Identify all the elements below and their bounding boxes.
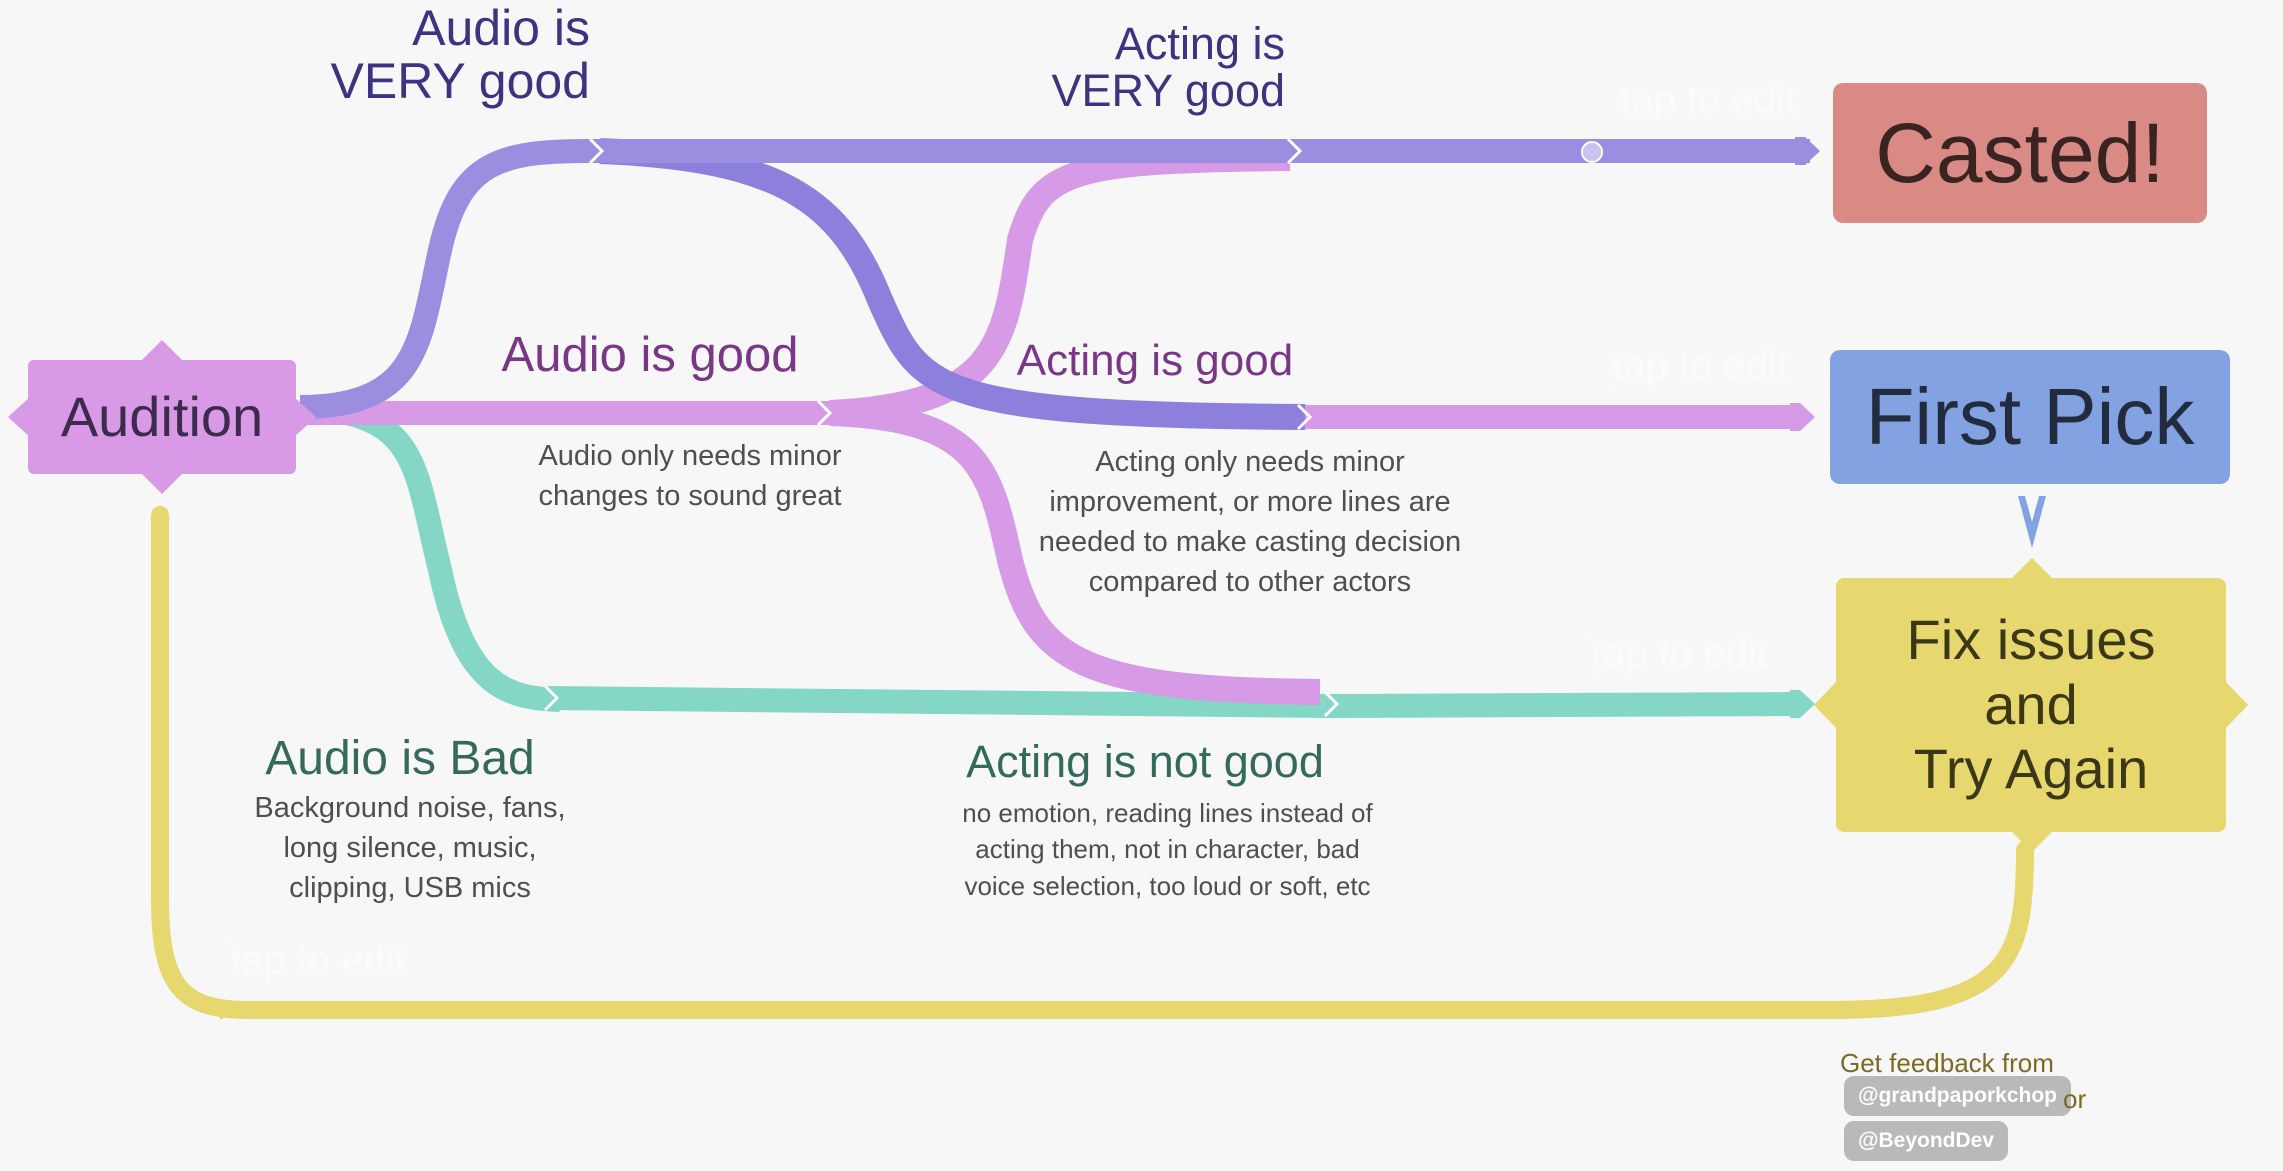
retry-arrow-head-up [150, 505, 170, 520]
edge-handle-dot[interactable] [1581, 141, 1603, 163]
bad-arrow-head [1790, 690, 1815, 718]
fix-node-tip [2010, 558, 2054, 580]
joint-chevron [816, 399, 833, 427]
acting-good-desc: Acting only needs minor improvement, or … [1038, 446, 1462, 599]
fix-node-tip [2010, 830, 2054, 852]
casted-node[interactable] [1833, 83, 2207, 223]
good-to-not-good-edge[interactable] [829, 400, 1321, 705]
fix-node[interactable] [1836, 578, 2226, 832]
audition-node-tip [140, 340, 184, 362]
first-pick-down-arrow-notch [2025, 496, 2039, 522]
joint-chevron [1323, 690, 1340, 718]
feedback-handle-grandpaporkchop[interactable]: @grandpaporkchop [1844, 1076, 2071, 1116]
edit-handle-very-good[interactable]: tap to edit [1608, 76, 1808, 125]
casted-label: Casted! [1875, 105, 2165, 200]
audio-very-good-edge[interactable] [299, 138, 601, 419]
joint-chevron [543, 684, 560, 712]
fix-node-tip [2224, 680, 2248, 730]
feedback-prefix: Get feedback from [1840, 1048, 2054, 1078]
joint-chevron [588, 137, 605, 165]
very-good-arrow-head [1795, 137, 1820, 165]
audition-node[interactable] [28, 360, 296, 474]
audition-node-tip [8, 397, 30, 437]
feedback-handle-beyonddev[interactable]: @BeyondDev [1844, 1121, 2009, 1161]
acting-good-label: Acting is good [1016, 336, 1294, 385]
fix-node-tip [1814, 680, 1838, 730]
retry-arrow-head-left [220, 1000, 238, 1020]
audio-bad-desc: Background noise, fans, long silence, mu… [254, 792, 566, 905]
audition-label: Audition [60, 384, 264, 448]
good-arrow-head [1790, 403, 1815, 431]
audition-node-tip [294, 397, 316, 437]
first-pick-label: First Pick [1865, 372, 2195, 461]
acting-very-good-label: Acting is VERY good [1051, 18, 1285, 117]
acting-not-good-edge[interactable] [544, 686, 1801, 719]
audio-good-desc: Audio only needs minor changes to sound … [538, 440, 842, 513]
edit-handle-retry[interactable]: tap to edit [218, 936, 418, 985]
audio-bad-label: Audio is Bad [265, 732, 535, 785]
retry-loop-edge[interactable] [151, 506, 2034, 1019]
first-pick-node[interactable] [1830, 350, 2230, 484]
very-good-to-good-edge[interactable] [599, 138, 1306, 430]
edit-handle-good[interactable]: tap to edit [1600, 342, 1800, 391]
audio-good-label: Audio is good [501, 328, 799, 382]
fix-label: Fix issues and Try Again [1906, 608, 2156, 801]
audition-node-tip [140, 472, 184, 494]
edit-handle-bad[interactable]: tap to edit [1580, 630, 1780, 679]
feedback-or: or [2063, 1084, 2087, 1114]
audio-very-good-label: Audio is VERY good [330, 0, 590, 109]
joint-chevron [1296, 403, 1313, 431]
joint-chevron [1286, 137, 1303, 165]
acting-not-good-label: Acting is not good [966, 736, 1324, 787]
acting-not-good-desc: no emotion, reading lines instead of act… [962, 798, 1373, 901]
